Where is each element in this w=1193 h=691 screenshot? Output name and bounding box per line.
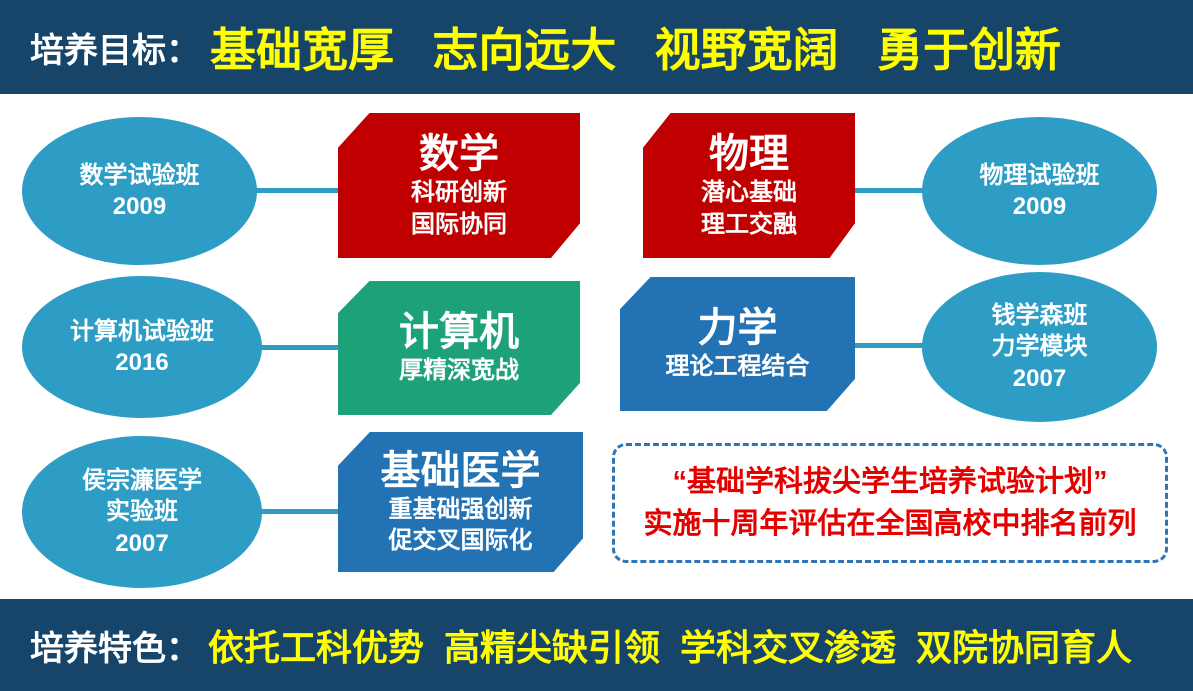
note-text: “基础学科拔尖学生培养试验计划” 实施十周年评估在全国高校中排名前列 [643,465,1137,540]
shape-math-title: 数学 [419,132,499,177]
shape-mechanics: 力学 理论工程结合 [620,277,855,411]
ellipse-cs-experimental-class: 计算机试验班 2016 [22,276,262,418]
header-label: 培养目标： [30,31,200,70]
shape-medicine-title: 基础医学 [380,448,541,493]
note-box: “基础学科拔尖学生培养试验计划” 实施十周年评估在全国高校中排名前列 [612,443,1168,563]
shape-physics: 物理 潜心基础 理工交融 [643,113,855,258]
ellipse-label: 侯宗濂医学 实验班 2007 [82,467,202,557]
header-highlight: 基础宽厚 志向远大 视野宽阔 勇于创新 [210,24,1062,76]
shape-physics-title: 物理 [709,132,789,177]
connector-line [235,188,350,193]
shape-basic-medicine: 基础医学 重基础强创新 促交叉国际化 [338,432,583,572]
shape-cs-desc: 厚精深宽战 [399,357,519,385]
connector-line [245,509,350,514]
shape-cs-title: 计算机 [399,310,519,355]
ellipse-medical-experimental-class: 侯宗濂医学 实验班 2007 [22,436,262,588]
connector-line [845,188,935,193]
footer-label: 培养特色： [30,629,200,668]
ellipse-qianxuesen-class: 钱学森班 力学模块 2007 [922,272,1157,422]
ellipse-label: 钱学森班 力学模块 2007 [991,302,1088,392]
ellipse-label: 计算机试验班 2016 [70,317,214,376]
connector-line [845,343,935,348]
ellipse-label: 物理试验班 2009 [979,161,1100,220]
ellipse-math-experimental-class: 数学试验班 2009 [22,117,257,265]
shape-computer-science: 计算机 厚精深宽战 [338,281,580,415]
footer-banner: 培养特色： 依托工科优势 高精尖缺引领 学科交叉渗透 双院协同育人 [0,599,1193,691]
shape-mechanics-desc: 理论工程结合 [665,353,810,381]
shape-math: 数学 科研创新 国际协同 [338,113,580,258]
shape-math-desc: 科研创新 国际协同 [411,179,507,238]
shape-mechanics-title: 力学 [697,306,778,351]
ellipse-label: 数学试验班 2009 [79,161,200,220]
shape-physics-desc: 潜心基础 理工交融 [701,179,797,238]
shape-medicine-desc: 重基础强创新 促交叉国际化 [388,495,533,554]
header-banner: 培养目标： 基础宽厚 志向远大 视野宽阔 勇于创新 [0,0,1193,94]
connector-line [240,345,350,350]
ellipse-physics-experimental-class: 物理试验班 2009 [922,117,1157,265]
footer-highlight: 依托工科优势 高精尖缺引领 学科交叉渗透 双院协同育人 [208,627,1133,668]
